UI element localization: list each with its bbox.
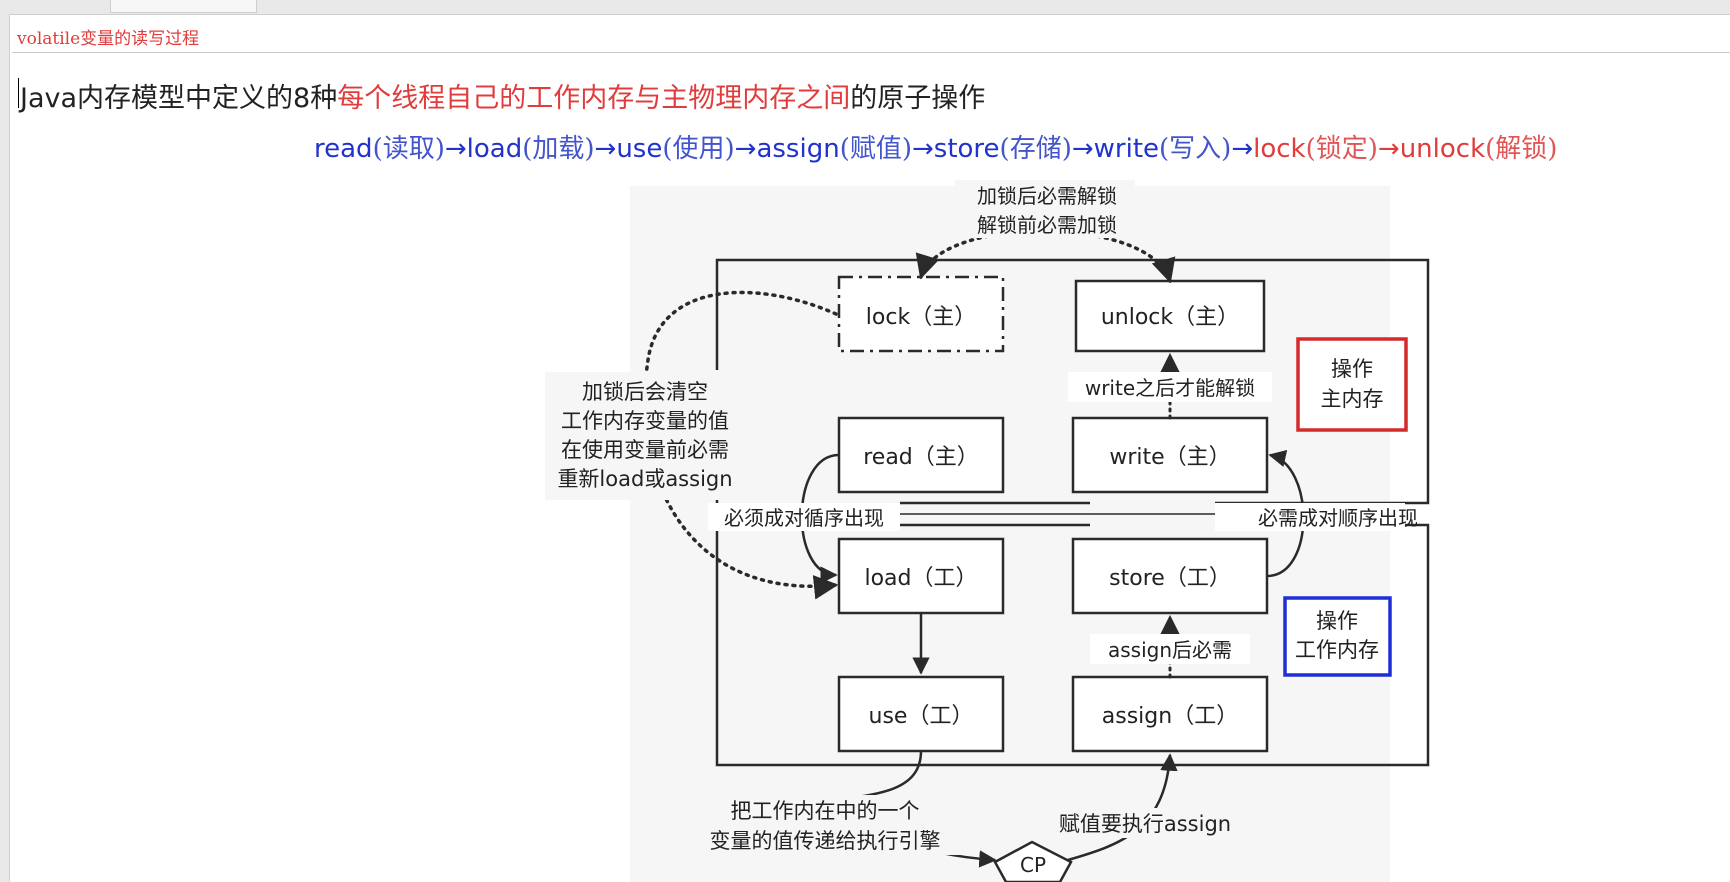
text-caret	[18, 78, 19, 108]
left-margin-bar	[0, 14, 10, 882]
load-node	[837, 537, 1005, 615]
heading-part-1: Java内存模型中定义的8种	[20, 83, 338, 114]
sequence-arrow-icon: →	[1231, 134, 1254, 164]
lock-node	[837, 275, 1005, 353]
document-title: volatile变量的读写过程	[17, 29, 200, 49]
cp-node	[993, 840, 1073, 882]
write-note-bg	[1068, 372, 1272, 402]
lock-note-bg	[955, 180, 1135, 238]
clear-note-4: 重新load或assign	[557, 467, 732, 491]
pair-right-bg	[1215, 503, 1405, 531]
op-store-name: store	[933, 134, 1000, 164]
op-load-name: load	[466, 134, 523, 164]
pair-left-bg	[708, 503, 900, 531]
lock-unlock-note-1: 加锁后必需解锁	[977, 184, 1117, 208]
write-unlock-note: write之后才能解锁	[1085, 376, 1255, 400]
store-node-label: store（工）	[1109, 566, 1231, 591]
op-use-cn: (使用)	[662, 134, 735, 164]
sequence-arrow-icon: →	[1071, 134, 1094, 164]
work-legend-line-1: 操作	[1316, 609, 1358, 633]
work-legend-line-2: 工作内存	[1295, 638, 1379, 662]
sequence-arrow-icon: →	[911, 134, 934, 164]
clear-note-2: 工作内存变量的值	[561, 409, 729, 433]
window-tab[interactable]	[110, 0, 257, 13]
op-lock-cn: (锁定)	[1305, 134, 1378, 164]
page-heading[interactable]: Java内存模型中定义的8种每个线程自己的工作内存与主物理内存之间的原子操作	[20, 76, 985, 115]
op-unlock-name: unlock	[1399, 134, 1486, 164]
cp-node-label: CP	[1020, 853, 1046, 877]
assign-store-note: assign后必需	[1108, 638, 1232, 662]
write-node-label: write（主）	[1109, 445, 1230, 470]
use-cp-note-2: 变量的值传递给执行引擎	[710, 829, 941, 853]
sequence-arrow-icon: →	[734, 134, 757, 164]
op-unlock-cn: (解锁)	[1485, 134, 1558, 164]
working-memory-legend	[1283, 596, 1392, 677]
sequence-arrow-icon: →	[594, 134, 617, 164]
cp-assign-note: 赋值要执行assign	[1059, 812, 1231, 836]
main-legend-line-1: 操作	[1331, 357, 1373, 381]
clear-note-1: 加锁后会清空	[582, 380, 708, 404]
op-assign-name: assign	[756, 134, 840, 164]
assign-node	[1071, 675, 1269, 753]
assign-note-bg	[1090, 634, 1250, 664]
op-assign-cn: (赋值)	[839, 134, 912, 164]
pair-left-note: 必须成对循序出现	[724, 506, 884, 530]
clear-note-3: 在使用变量前必需	[561, 438, 729, 462]
lock-node-label: lock（主）	[866, 305, 976, 330]
sequence-arrow-icon: →	[1377, 134, 1400, 164]
op-lock-name: lock	[1253, 134, 1306, 164]
use-node	[837, 675, 1005, 753]
clear-note-bg	[545, 372, 745, 500]
op-read-name: read	[314, 134, 373, 164]
op-write-cn: (写入)	[1159, 134, 1232, 164]
use-node-label: use（工）	[869, 704, 974, 729]
heading-part-2: 每个线程自己的工作内存与主物理内存之间	[337, 83, 851, 114]
window-top-bar	[0, 0, 1730, 15]
op-store-cn: (存储)	[999, 134, 1072, 164]
sequence-arrow-icon: →	[444, 134, 467, 164]
unlock-node-label: unlock（主）	[1101, 305, 1239, 330]
op-use-name: use	[616, 134, 663, 164]
load-node-label: load（工）	[864, 566, 977, 591]
lock-unlock-loop	[915, 229, 1176, 284]
use-cp-note-bg	[685, 795, 965, 855]
main-memory-legend	[1296, 337, 1408, 432]
main-legend-line-2: 主内存	[1321, 387, 1384, 411]
heading-part-3: 的原子操作	[850, 83, 986, 114]
use-cp-note-1: 把工作内在中的一个	[731, 799, 920, 823]
operations-sequence: read(读取)→load(加载)→use(使用)→assign(赋值)→sto…	[314, 128, 1557, 165]
pair-right-note: 必需成对顺序出现	[1258, 506, 1418, 530]
lock-unlock-note-2: 解锁前必需加锁	[977, 213, 1117, 237]
op-load-cn: (加载)	[522, 134, 595, 164]
cp-assign-note-bg	[1045, 808, 1245, 838]
read-node-label: read（主）	[863, 445, 979, 470]
header-divider	[12, 52, 1730, 53]
cp-to-assign-arrow	[1067, 753, 1178, 862]
op-write-name: write	[1093, 134, 1160, 164]
assign-node-label: assign（工）	[1102, 704, 1238, 729]
op-read-cn: (读取)	[372, 134, 445, 164]
